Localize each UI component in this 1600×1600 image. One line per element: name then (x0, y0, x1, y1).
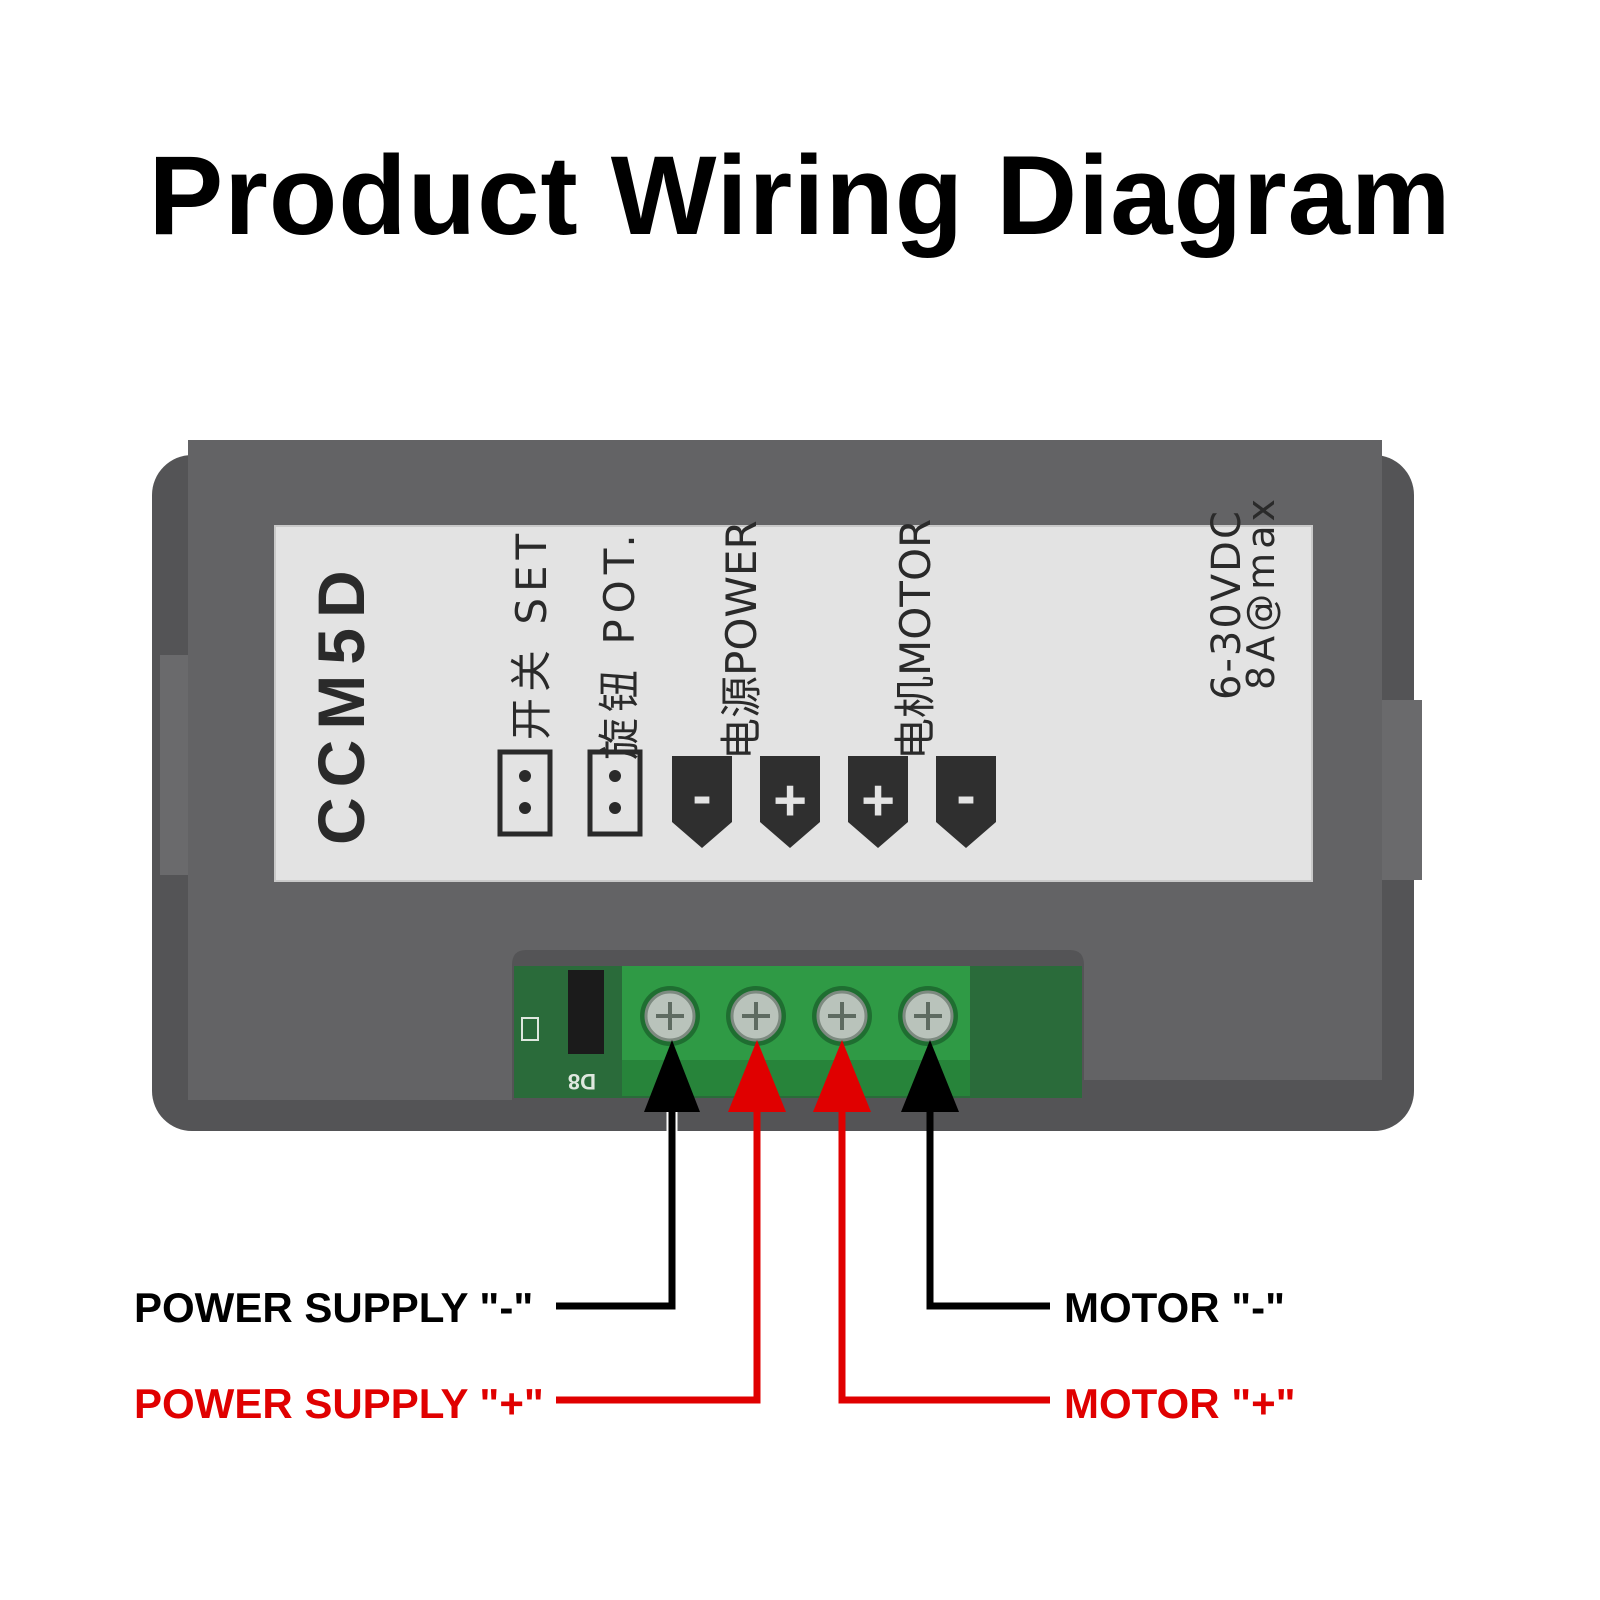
diagram-title: Product Wiring Diagram (148, 133, 1452, 258)
label-motor-minus: MOTOR "-" (1064, 1284, 1285, 1331)
pcb-component (521, 1017, 539, 1041)
wire-power-plus (556, 1040, 786, 1404)
terminal-sign: - (692, 763, 711, 828)
pot-label: 旋钮 POT. (595, 528, 644, 760)
set-label: 开关 SET (507, 528, 556, 740)
terminal-tag-power-minus: - (672, 756, 732, 848)
wire-motor-minus (901, 1040, 1050, 1310)
wire-motor-plus (813, 1040, 1050, 1404)
terminal-sign: + (773, 768, 807, 833)
set-connector-icon (497, 749, 553, 837)
screw-icon (812, 986, 872, 1046)
model-label: CCM5D (304, 560, 378, 845)
terminal-tag-motor-plus: + (848, 756, 908, 848)
pcb-component (568, 970, 604, 1054)
terminal-sign: + (861, 768, 895, 833)
side-clip-left (160, 655, 190, 875)
screw-icon (640, 986, 700, 1046)
screw-icon (726, 986, 786, 1046)
terminal-sign: - (956, 763, 975, 828)
side-clip-right (1382, 700, 1422, 880)
motor-label: 电机MOTOR (891, 519, 940, 760)
power-label: 电源POWER (717, 520, 766, 760)
label-motor-plus: MOTOR "+" (1064, 1380, 1296, 1427)
pot-connector-icon (587, 749, 643, 837)
label-power-supply-minus: POWER SUPPLY "-" (134, 1284, 533, 1331)
label-power-supply-plus: POWER SUPPLY "+" (134, 1380, 544, 1427)
terminal-tag-power-plus: + (760, 756, 820, 848)
terminal-tag-motor-minus: - (936, 756, 996, 848)
wire-power-minus (556, 1040, 700, 1312)
rating-voltage: 6-30VDC (1204, 509, 1250, 700)
screw-icon (898, 986, 958, 1046)
rating-current: 8A@max (1239, 495, 1283, 690)
pcb-marking: D8 (568, 1069, 596, 1094)
